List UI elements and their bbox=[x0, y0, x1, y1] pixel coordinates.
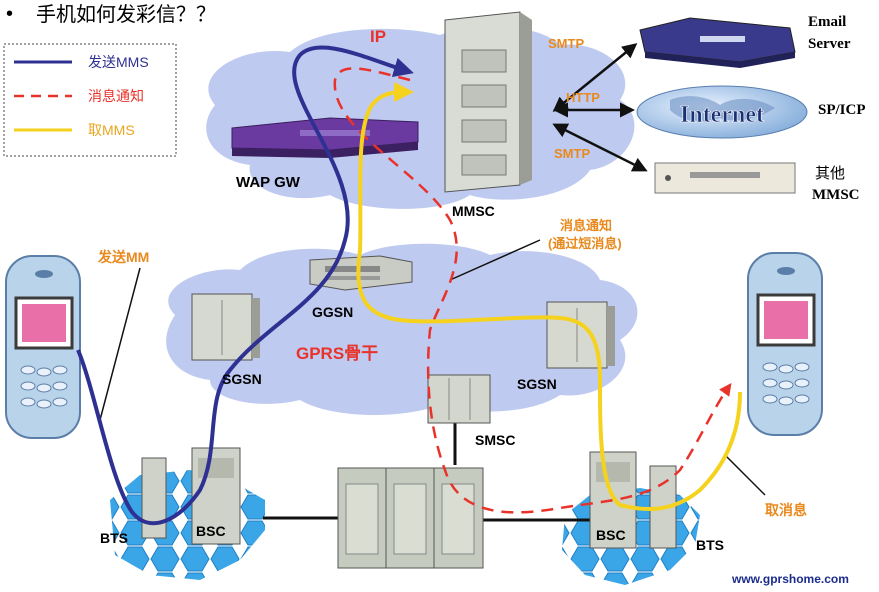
sp-icp-label: SP/ICP bbox=[818, 102, 866, 118]
notify-path bbox=[333, 67, 732, 514]
email-server-label-line2: Server bbox=[808, 36, 851, 52]
hex-cluster-left bbox=[110, 470, 265, 580]
legend-notify-label: 消息通知 bbox=[88, 88, 144, 104]
smtp-bottom-label: SMTP bbox=[554, 146, 590, 161]
mmsc-rack-icon bbox=[444, 11, 532, 193]
send-mm-label: 发送MM bbox=[97, 249, 149, 265]
internet-label: Internet bbox=[680, 102, 764, 128]
phone-left-icon bbox=[5, 255, 81, 439]
website-label: www.gprshome.com bbox=[731, 572, 849, 586]
legend: 发送MMS 消息通知 取MMS bbox=[3, 43, 177, 157]
sgsn-left-icon bbox=[191, 293, 260, 361]
bsc-left-label: BSC bbox=[196, 523, 226, 539]
ip-cloud-label: IP bbox=[370, 27, 386, 46]
gprs-cloud bbox=[166, 243, 638, 416]
legend-send-label: 发送MMS bbox=[88, 54, 149, 70]
other-mmsc-label-line1: 其他 bbox=[815, 165, 845, 182]
sgsn-left-label: SGSN bbox=[222, 371, 262, 387]
bts-left-label: BTS bbox=[100, 530, 128, 546]
sgsn-right-label: SGSN bbox=[517, 376, 557, 392]
http-label: HTTP bbox=[566, 90, 600, 105]
legend-fetch-label: 取MMS bbox=[88, 122, 135, 138]
other-mmsc-icon bbox=[654, 162, 796, 194]
send-mms-path bbox=[76, 45, 414, 526]
bts-left-icon bbox=[141, 457, 167, 539]
gprs-backbone-label: GPRS骨干 bbox=[296, 344, 378, 363]
email-server-label-line1: Email bbox=[808, 14, 846, 30]
bts-right-label: BTS bbox=[696, 537, 724, 553]
bsc-right-label: BSC bbox=[596, 527, 626, 543]
mmsc-label: MMSC bbox=[452, 203, 495, 219]
notify-sms-label-line1: 消息通知 bbox=[560, 218, 612, 233]
title-bullet: • bbox=[6, 3, 13, 25]
bsc-left-icon bbox=[191, 447, 241, 545]
page-title: 手机如何发彩信？？ bbox=[36, 3, 216, 26]
email-server-icon bbox=[639, 17, 796, 68]
other-mmsc-label-line2: MMSC bbox=[812, 187, 860, 203]
sgsn-right-icon bbox=[546, 301, 615, 369]
internet-globe-icon: Internet bbox=[636, 85, 808, 139]
smsc-icon bbox=[427, 374, 491, 424]
wap-gw-label: WAP GW bbox=[236, 174, 301, 191]
smtp-top-label: SMTP bbox=[548, 36, 584, 51]
notify-sms-label-line2: (通过短消息) bbox=[548, 236, 622, 251]
ggsn-label: GGSN bbox=[312, 304, 353, 320]
fetch-mms-path bbox=[356, 82, 742, 512]
fetch-msg-label: 取消息 bbox=[765, 502, 807, 518]
smsc-label: SMSC bbox=[475, 432, 515, 448]
phone-right-icon bbox=[747, 252, 823, 436]
msc-cabinets-icon bbox=[337, 467, 484, 569]
